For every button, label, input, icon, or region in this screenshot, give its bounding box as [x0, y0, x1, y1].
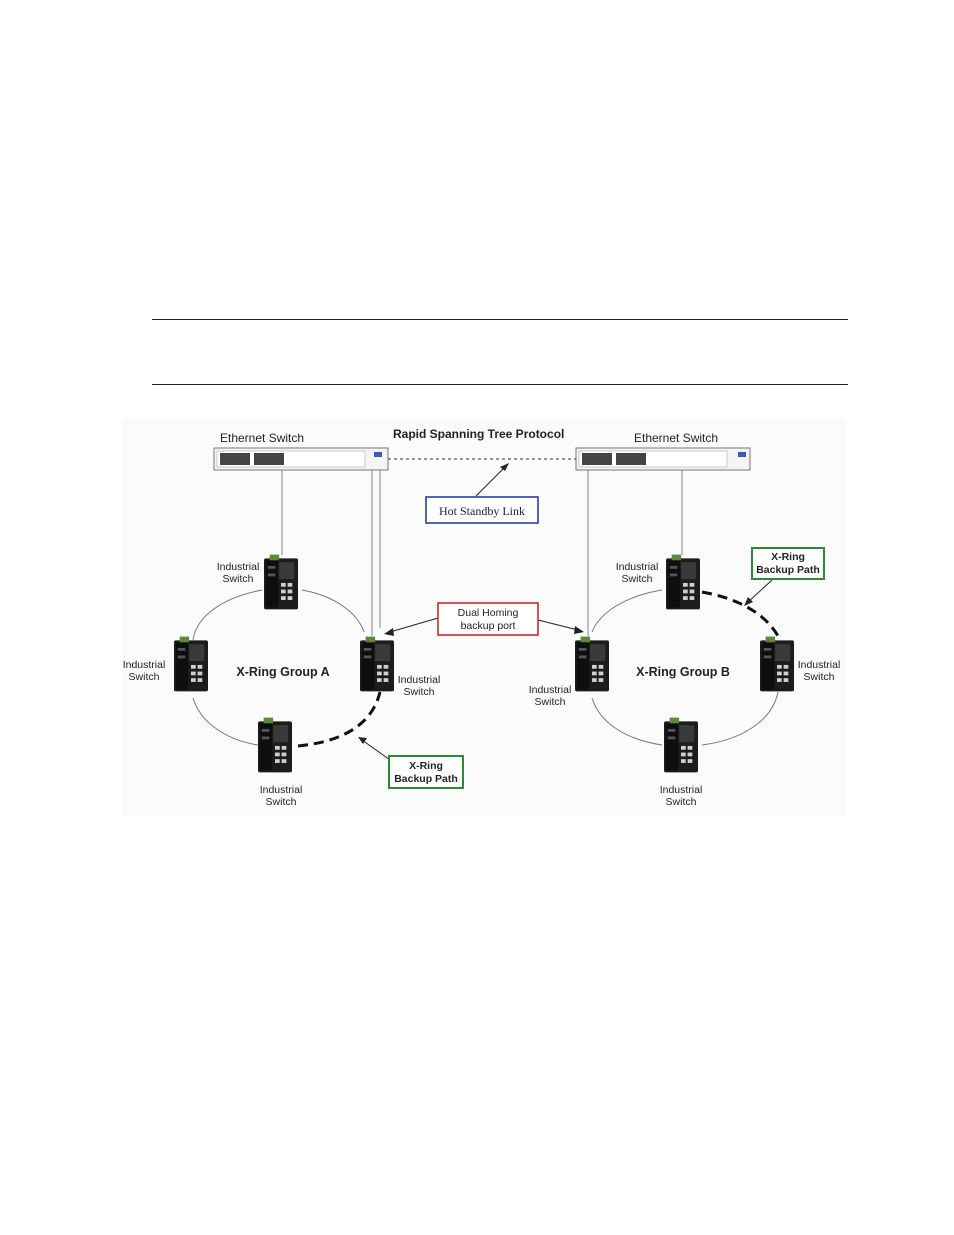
ring-a-arc-top-left: [192, 589, 263, 641]
ethernet-switch-right-label: Ethernet Switch: [634, 431, 718, 445]
dual-homing-box: [437, 602, 539, 636]
label-a-top: Industrial Switch: [217, 561, 260, 585]
backup-path-b-line1: X-Ring: [771, 551, 805, 563]
industrial-switch-a-right: [360, 636, 394, 692]
svg-text:Switch: Switch: [622, 573, 653, 585]
backup-path-a-line2: Backup Path: [394, 773, 458, 785]
svg-text:Industrial: Industrial: [798, 659, 841, 671]
industrial-switch-a-left: [174, 636, 208, 692]
industrial-switch-b-right: [760, 636, 794, 692]
bottom-rule: [152, 384, 848, 385]
svg-text:Switch: Switch: [666, 796, 697, 808]
label-b-bottom: Industrial Switch: [660, 784, 703, 808]
backup-path-box-b: [751, 547, 825, 580]
ethernet-switch-left: [213, 447, 389, 471]
ethernet-switch-left-label: Ethernet Switch: [220, 431, 304, 445]
ring-b-arc-bottom-left: [591, 697, 663, 746]
hot-standby-box: [425, 496, 539, 524]
backup-path-b-pointer: [747, 579, 773, 603]
label-a-right: Industrial Switch: [398, 674, 441, 698]
svg-text:Industrial: Industrial: [616, 561, 659, 573]
ring-a-arc-bottom-left: [192, 697, 259, 746]
svg-text:Switch: Switch: [129, 671, 160, 683]
backup-path-b-line2: Backup Path: [756, 564, 820, 576]
backup-path-box-a: [388, 755, 464, 789]
svg-text:Switch: Switch: [266, 796, 297, 808]
ring-a-arc-top-right: [301, 589, 365, 633]
svg-text:Switch: Switch: [535, 696, 566, 708]
dual-homing-line2: backup port: [461, 620, 516, 632]
svg-text:Switch: Switch: [404, 686, 435, 698]
hot-standby-arrowhead: [500, 463, 509, 471]
dual-homing-line1: Dual Homing: [458, 607, 519, 619]
backup-path-a-arrowhead: [358, 737, 367, 744]
label-b-left: Industrial Switch: [529, 684, 572, 708]
group-b-label: X-Ring Group B: [636, 665, 730, 679]
backup-path-a-pointer: [361, 739, 391, 761]
industrial-switch-b-top: [666, 554, 700, 610]
ring-b-arc-bottom-right: [701, 691, 779, 746]
svg-text:Switch: Switch: [804, 671, 835, 683]
svg-text:Switch: Switch: [223, 573, 254, 585]
ring-a-backup-path: [297, 691, 382, 748]
dual-homing-arrowhead-right: [574, 626, 584, 634]
svg-text:Industrial: Industrial: [217, 561, 260, 573]
protocol-label: Rapid Spanning Tree Protocol: [393, 427, 564, 441]
ring-b-backup-path: [701, 590, 780, 637]
label-a-bottom: Industrial Switch: [260, 784, 303, 808]
industrial-switch-a-bottom: [258, 717, 292, 773]
ethernet-switch-right: [575, 447, 751, 471]
hot-standby-label: Hot Standby Link: [439, 504, 525, 518]
hot-standby-link-pointer: [475, 465, 507, 497]
svg-text:Industrial: Industrial: [260, 784, 303, 796]
dual-homing-arrowhead-left: [384, 628, 394, 636]
svg-text:Industrial: Industrial: [398, 674, 441, 686]
industrial-switch-a-top: [264, 554, 298, 610]
svg-text:Industrial: Industrial: [660, 784, 703, 796]
label-a-left: Industrial Switch: [123, 659, 166, 683]
group-a-label: X-Ring Group A: [236, 665, 329, 679]
label-b-top: Industrial Switch: [616, 561, 659, 585]
industrial-switch-b-left: [575, 636, 609, 692]
industrial-switch-b-bottom: [664, 717, 698, 773]
top-rule: [152, 319, 848, 320]
svg-text:Industrial: Industrial: [529, 684, 572, 696]
backup-path-b-arrowhead: [744, 597, 753, 606]
svg-text:Industrial: Industrial: [123, 659, 166, 671]
ring-b-arc-top-left: [591, 589, 663, 633]
dual-homing-arrow-right: [537, 619, 579, 631]
dual-homing-arrow-left: [389, 617, 439, 633]
backup-path-a-line1: X-Ring: [409, 760, 443, 772]
label-b-right: Industrial Switch: [798, 659, 841, 683]
